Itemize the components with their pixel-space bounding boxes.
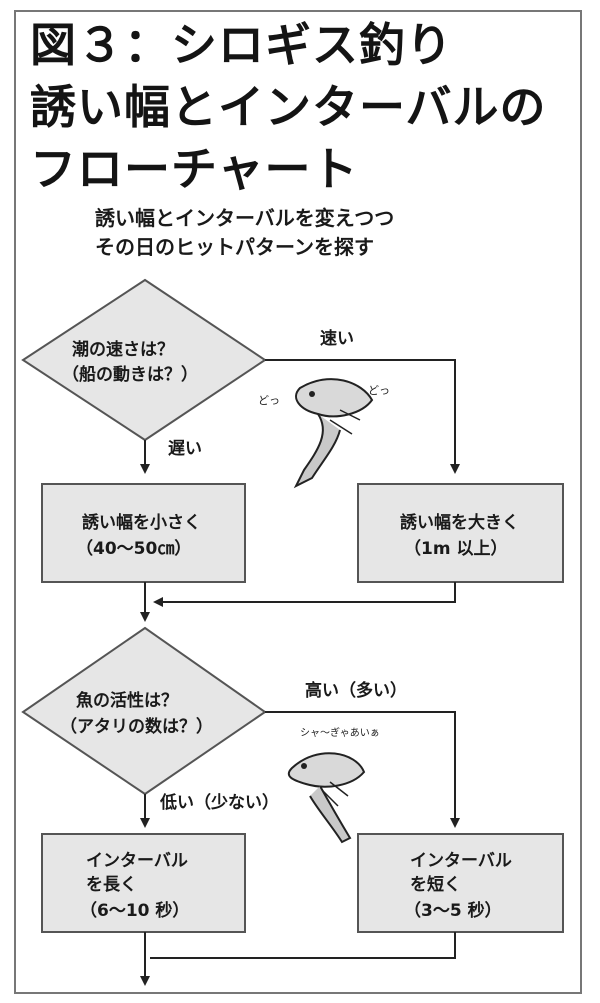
box-long-interval (41, 833, 246, 933)
label-low: 低い（少ない） (159, 792, 279, 813)
label-fast: 速い (320, 328, 354, 349)
box-short-line1: インターバル (410, 851, 512, 871)
fish-illustration-2: シャ〜ぎゃあいぁ (287, 726, 380, 844)
subtitle-line-1: 誘い幅とインターバルを変えつつ (95, 206, 395, 230)
box-large-line2: （1m 以上） (404, 538, 507, 559)
arrow-high (265, 711, 460, 828)
box-small-line1: 誘い幅を小さく (82, 512, 201, 533)
box-short-line3: （3〜5 秒） (404, 900, 502, 921)
title-line-2: 誘い幅とインターバルの (30, 80, 547, 134)
box-long-line3: （6〜10 秒） (80, 900, 189, 921)
label-slow: 遅い (168, 439, 202, 459)
box-small-lure-width (41, 483, 246, 583)
decision-fish-activity-line1: 魚の活性は？ (76, 690, 178, 711)
box-large-line1: 誘い幅を大きく (400, 512, 519, 533)
figure-subtitle: 誘い幅とインターバルを変えつつ その日のヒットパターンを探す (95, 204, 394, 262)
box-large-lure-width (357, 483, 564, 583)
figure-frame (14, 10, 582, 994)
box-small-line2: （40〜50㎝） (76, 538, 191, 559)
decision-fish-activity-line2: （アタリの数は？） (60, 716, 213, 737)
fish1-sfx-right: どっ (368, 384, 390, 397)
title-line-3: フローチャート (30, 142, 359, 196)
decision-fish-activity (21, 626, 267, 796)
box-long-line1: インターバル (86, 851, 188, 871)
arrow-fast (265, 359, 460, 474)
fish2-sfx: シャ〜ぎゃあいぁ (300, 726, 380, 739)
decision-current-speed-line2: （船の動きは？） (62, 364, 198, 385)
fish1-sfx-left: どっ (258, 394, 280, 407)
box-long-line2: を長く (86, 875, 137, 895)
title-line-1: 図３：シロギス釣り (30, 18, 453, 72)
merge-line-1 (153, 582, 456, 607)
fish-illustration-1: どっ どっ (258, 378, 390, 489)
decision-current-speed-line1: 潮の速さは？ (72, 339, 174, 360)
figure-title: 図３：シロギス釣り 誘い幅とインターバルの フローチャート (30, 14, 547, 200)
decision-current-speed (21, 278, 267, 442)
box-short-line2: を短く (410, 874, 461, 895)
merge-line-2 (150, 932, 456, 959)
box-short-interval (357, 833, 564, 933)
subtitle-line-2: その日のヒットパターンを探す (95, 235, 374, 259)
label-high: 高い（多い） (305, 680, 407, 701)
